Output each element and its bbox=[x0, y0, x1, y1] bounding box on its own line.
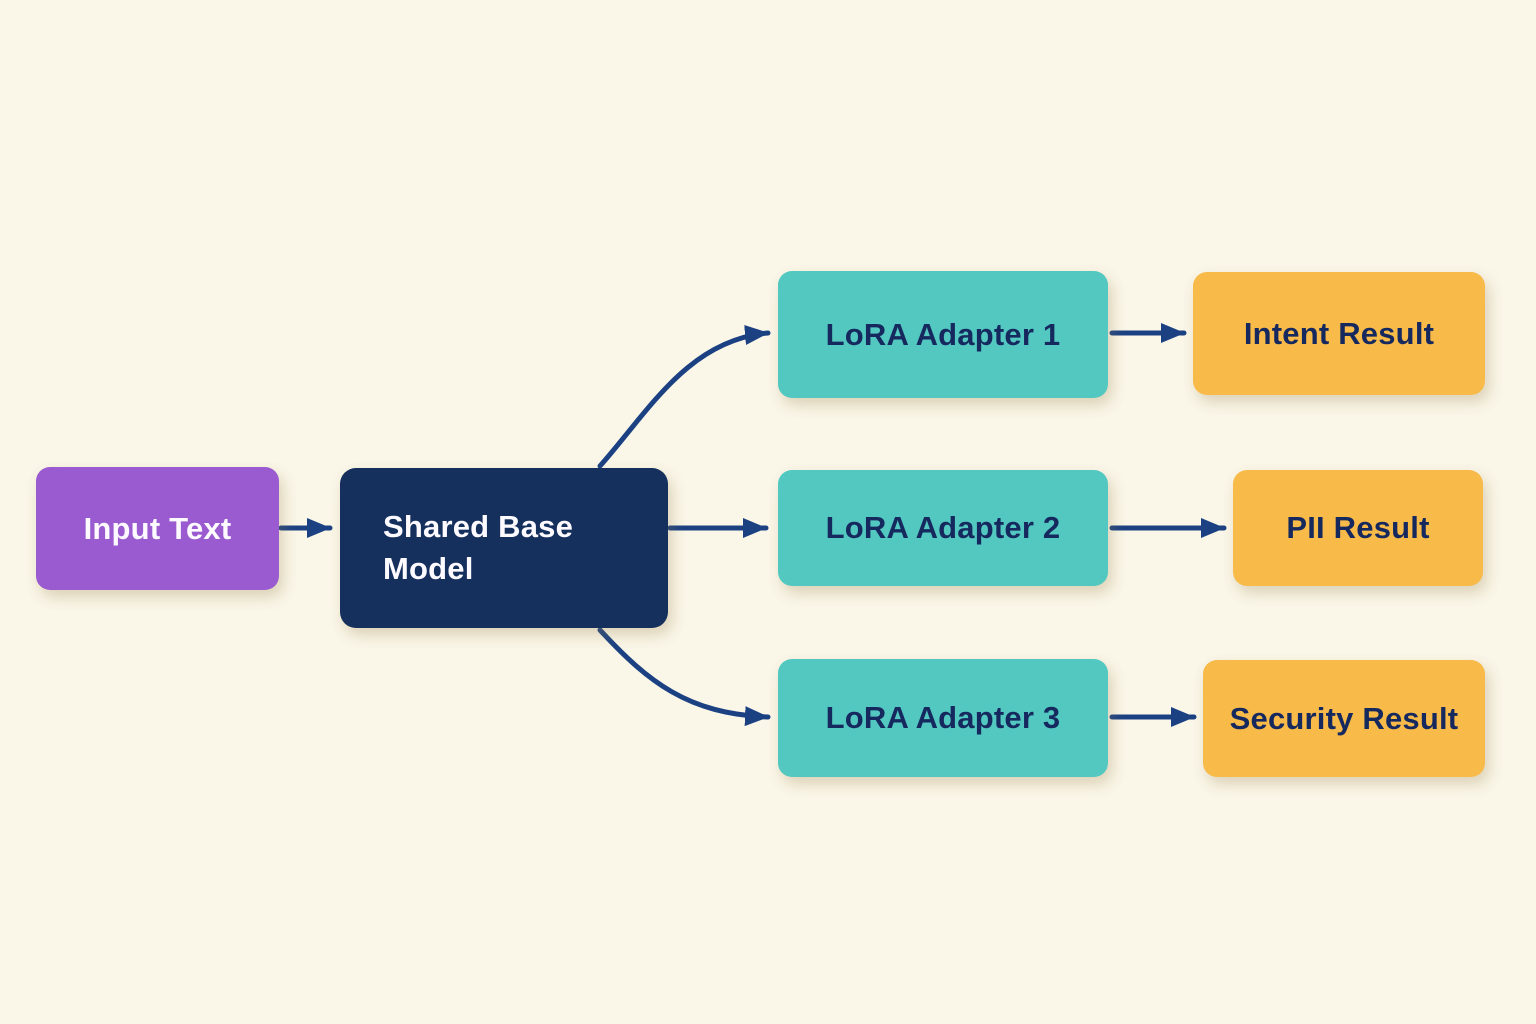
node-lora-adapter-2-label: LoRA Adapter 2 bbox=[825, 510, 1061, 545]
node-lora-adapter-2: LoRA Adapter 2 bbox=[778, 470, 1108, 586]
node-lora-adapter-3-label: LoRA Adapter 3 bbox=[825, 700, 1061, 735]
node-lora-adapter-3: LoRA Adapter 3 bbox=[778, 659, 1108, 777]
node-shared-base-model-label: Shared Base Model bbox=[383, 509, 574, 586]
node-lora-adapter-1: LoRA Adapter 1 bbox=[778, 271, 1108, 398]
node-input-text-label: Input Text bbox=[83, 510, 232, 546]
node-input-text: Input Text bbox=[36, 467, 279, 590]
edge-base-to-lora1 bbox=[597, 325, 771, 469]
edge-base-to-lora3 bbox=[597, 627, 771, 727]
node-shared-base-model: Shared Base Model bbox=[340, 468, 668, 628]
node-lora-adapter-1-label: LoRA Adapter 1 bbox=[825, 316, 1061, 352]
node-security-result-label: Security Result bbox=[1229, 700, 1459, 736]
node-pii-result: PII Result bbox=[1233, 470, 1483, 586]
node-pii-result-label: PII Result bbox=[1286, 510, 1430, 545]
node-intent-result: Intent Result bbox=[1193, 272, 1485, 395]
node-intent-result-label: Intent Result bbox=[1243, 315, 1435, 351]
node-security-result: Security Result bbox=[1203, 660, 1485, 777]
